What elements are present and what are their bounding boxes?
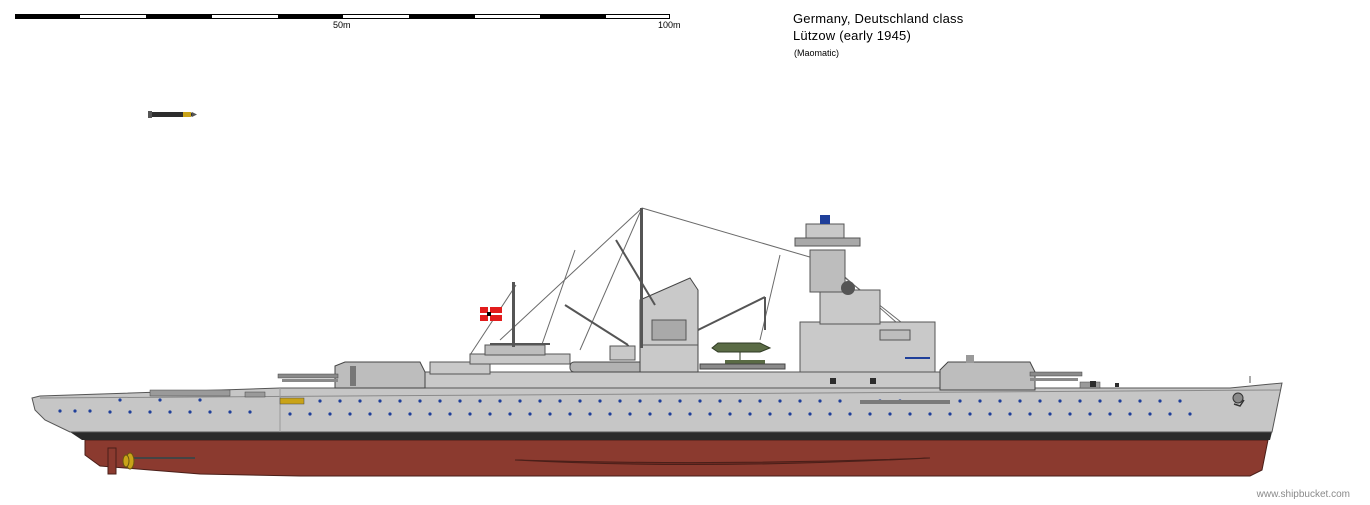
scale-label-50m: 50m (333, 20, 351, 30)
scale-label-100m: 100m (658, 20, 681, 30)
main-mast (640, 208, 643, 348)
portholes-upper (118, 398, 1182, 403)
boot-topping (70, 432, 1272, 440)
portholes-lower (58, 409, 1192, 416)
forward-crane (697, 296, 766, 331)
torpedo-icon (148, 111, 197, 118)
bridge-tower (794, 215, 936, 373)
anchor-icon (1232, 392, 1245, 407)
hull-lower (84, 439, 1269, 477)
forward-turret (939, 355, 1083, 391)
floatplane-icon (699, 342, 786, 370)
title-ship-name: Lützow (early 1945) (793, 28, 911, 43)
war-ensign-icon (480, 307, 502, 321)
propeller-icon (107, 447, 195, 475)
author-credit: (Maomatic) (794, 48, 840, 58)
rigging (469, 207, 931, 356)
aft-turret (277, 361, 426, 389)
scale-bar (15, 14, 670, 19)
watermark: www.shipbucket.com (1256, 489, 1350, 500)
title-country-class: Germany, Deutschland class (793, 11, 964, 26)
funnel (639, 277, 699, 373)
aft-superstructure (429, 282, 571, 375)
